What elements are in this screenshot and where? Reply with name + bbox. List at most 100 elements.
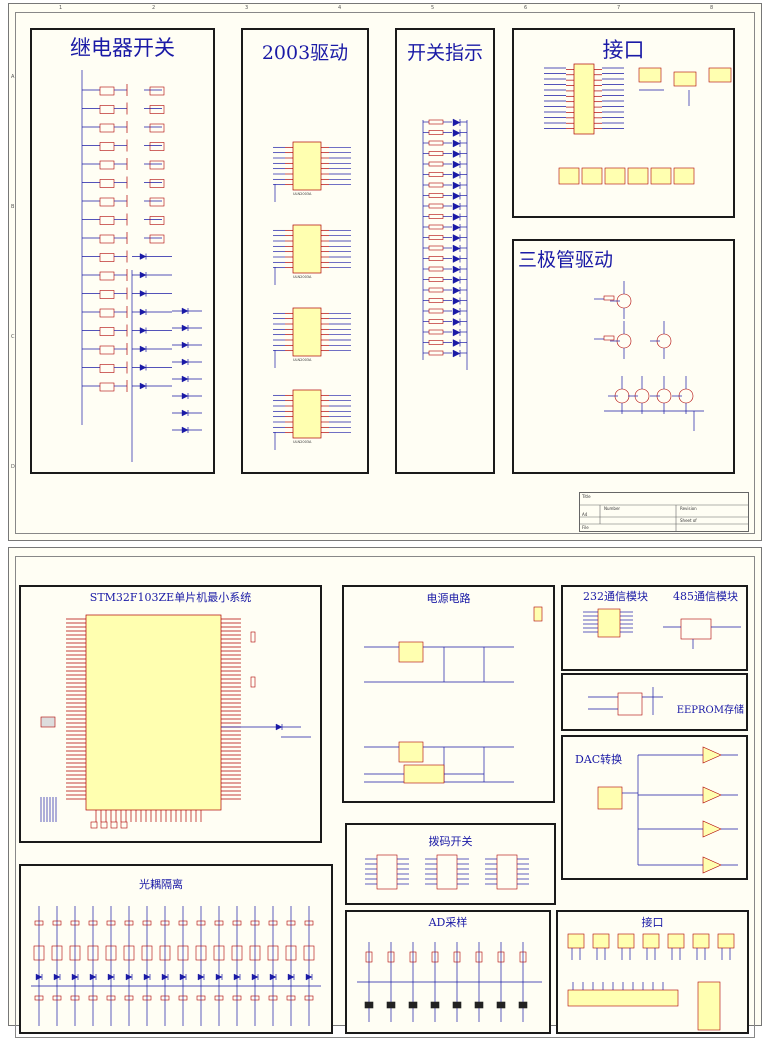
chip-label: ULN2003A	[293, 192, 312, 196]
resistor	[428, 266, 444, 272]
relay-coil	[99, 123, 115, 133]
interface-block-title: 接口	[602, 38, 645, 62]
capacitor	[430, 1001, 440, 1009]
optocoupler	[69, 945, 81, 961]
optocoupler	[123, 945, 135, 961]
resistor	[453, 951, 461, 963]
chip-label: ULN2003A	[293, 275, 312, 279]
adc-block-title: AD采样	[428, 916, 468, 929]
relay-coil	[99, 308, 115, 318]
ic-chip	[292, 141, 322, 191]
diode	[305, 973, 313, 981]
resistor	[196, 995, 206, 1001]
header-connector	[697, 981, 721, 1031]
eeprom-block: EEPROM存储	[561, 673, 748, 731]
mcu-block-title: STM32F103ZE单片机最小系统	[89, 591, 252, 604]
resistor	[88, 920, 98, 926]
header-connector	[604, 167, 626, 185]
capacitor	[364, 1001, 374, 1009]
resistor	[519, 951, 527, 963]
diode	[251, 973, 259, 981]
diode	[197, 973, 205, 981]
power-circuit-diagram	[364, 606, 543, 784]
resistor	[428, 298, 444, 303]
resistor	[428, 119, 444, 125]
diode	[143, 973, 151, 981]
relay-coil	[99, 290, 115, 299]
relay-coil	[99, 179, 115, 188]
header-connector	[558, 167, 580, 185]
optocoupler	[303, 945, 315, 961]
header-connector	[650, 167, 672, 185]
connector	[567, 933, 585, 949]
title-block-grid	[580, 504, 748, 531]
connector	[673, 71, 697, 87]
relay-coil	[149, 197, 165, 207]
dip-switch-diagram	[365, 854, 529, 890]
optocoupler	[51, 945, 63, 961]
diode	[452, 265, 461, 274]
resistor	[497, 951, 505, 963]
relay-coil	[149, 160, 165, 170]
diode	[452, 318, 461, 326]
capacitor	[474, 1001, 484, 1009]
relay-coil	[149, 86, 165, 96]
column-mark: 6	[524, 5, 528, 11]
column-mark: 4	[338, 5, 342, 11]
interface-connector-diagram	[544, 63, 732, 185]
resistor	[286, 995, 296, 1001]
relay-switch-block: 继电器开关	[30, 28, 215, 474]
eeprom-block-title: EEPROM存储	[676, 705, 744, 716]
dip-switch	[376, 854, 398, 890]
resistor	[428, 329, 444, 335]
regulator	[398, 641, 424, 663]
uln2003-block-title: 2003驱动	[261, 42, 349, 64]
resistor	[268, 920, 278, 926]
diode	[161, 973, 169, 981]
regulator	[403, 764, 445, 784]
op-amp	[702, 856, 722, 874]
diode	[89, 973, 97, 981]
switch-indicator-block: 开关指示	[395, 28, 495, 474]
diode	[452, 192, 461, 200]
header-connector	[581, 167, 603, 185]
resistor	[106, 920, 116, 926]
relay-coil	[99, 142, 115, 151]
opto-block-title: 光耦隔离	[139, 878, 183, 891]
title-block: Title A4 Number Revision Sheet of File	[579, 492, 749, 532]
resistor	[428, 319, 444, 324]
interface2-block-title: 接口	[641, 916, 664, 929]
revision-label: Revision	[680, 506, 697, 511]
diode	[179, 973, 187, 981]
power-block-title: 电源电路	[426, 592, 471, 605]
resistor	[428, 140, 444, 146]
column-mark: 3	[245, 5, 249, 11]
ic-chip	[292, 307, 322, 357]
resistor	[428, 256, 444, 261]
connector	[708, 67, 732, 83]
resistor	[428, 245, 444, 251]
capacitor	[386, 1001, 396, 1009]
optocoupler	[267, 945, 279, 961]
optocoupler	[105, 945, 117, 961]
resistor	[88, 995, 98, 1001]
mcu-circuit-diagram	[40, 614, 311, 829]
header-connector	[627, 167, 649, 185]
header-connector	[567, 989, 679, 1007]
relay-block-title: 继电器开关	[70, 36, 175, 60]
diode	[452, 328, 461, 337]
mcu-minimum-system-block: STM32F103ZE单片机最小系统	[19, 585, 322, 843]
optocoupler	[231, 945, 243, 961]
dip-switch	[496, 854, 518, 890]
diode	[452, 223, 461, 232]
resistor	[428, 224, 444, 230]
resistor	[124, 920, 134, 926]
resistor	[160, 920, 170, 926]
row-mark: A	[11, 74, 15, 80]
size-label: A4	[582, 512, 588, 517]
optocoupler	[33, 945, 45, 961]
resistor	[428, 151, 444, 156]
row-mark: D	[11, 464, 15, 470]
interface-block-2: 接口	[556, 910, 749, 1034]
connector	[692, 933, 710, 949]
